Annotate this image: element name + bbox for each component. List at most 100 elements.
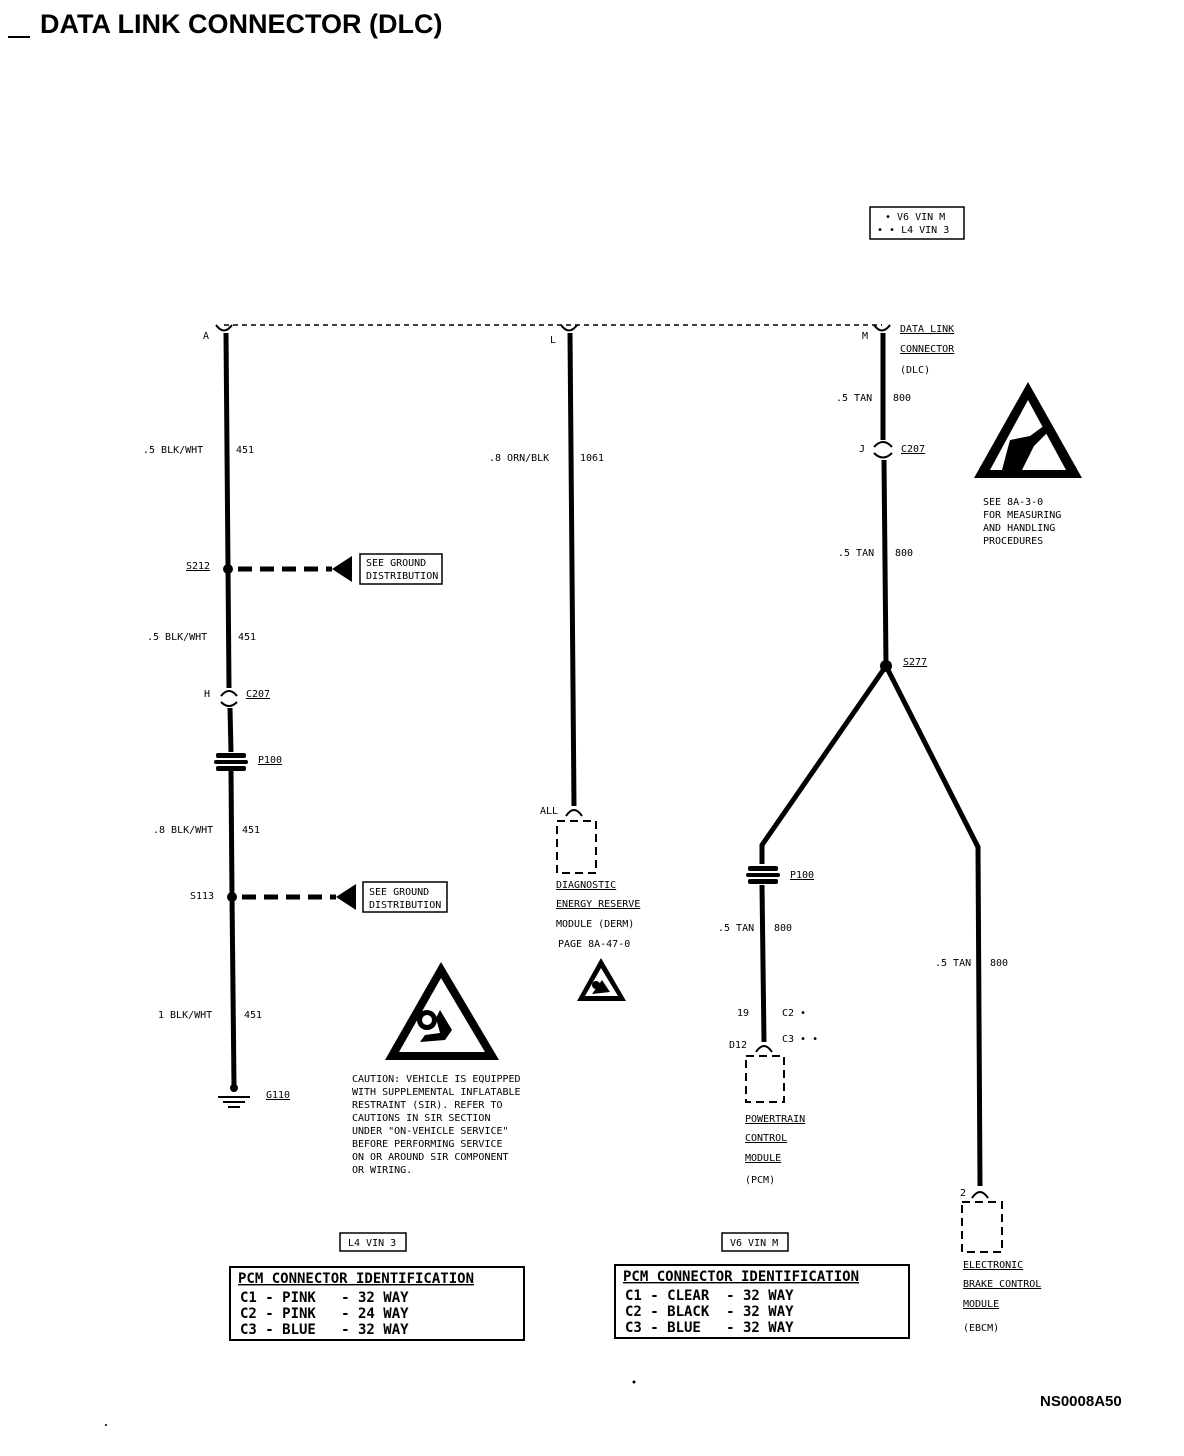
- derm-name-2: ENERGY RESERVE: [556, 899, 640, 910]
- table-l4-box: [229, 1266, 525, 1341]
- table-v6-box: [614, 1264, 910, 1339]
- vin-legend: • V6 VIN M • • L4 VIN 3: [869, 206, 965, 240]
- ebcm-pin-2: 2: [960, 1188, 966, 1199]
- pcm-name-4: (PCM): [745, 1175, 775, 1186]
- splice-s212-label: S212: [186, 561, 210, 572]
- wire-l-seg1-label: .8 ORN/BLK: [489, 453, 549, 464]
- svg-text:FOR MEASURING: FOR MEASURING: [983, 510, 1061, 521]
- legend-l4: • • L4 VIN 3: [877, 225, 949, 236]
- splice-s113-label: S113: [190, 891, 214, 902]
- pcm-pin-icon: [755, 1045, 773, 1053]
- wire-m-seg3-label: .5 TAN: [718, 923, 754, 934]
- ground-g110-label: G110: [266, 1090, 290, 1101]
- wire-a-circuit-1: 451: [236, 445, 254, 456]
- splice-s277-label: S277: [903, 657, 927, 668]
- table-v6-tag: V6 VIN M: [730, 1238, 778, 1249]
- pcm-name-3: MODULE: [745, 1153, 781, 1164]
- table-v6-title: PCM CONNECTOR IDENTIFICATION: [623, 1269, 859, 1285]
- derm-name-3: MODULE (DERM): [556, 919, 634, 930]
- ebcm-name-2: BRAKE CONTROL: [963, 1279, 1041, 1290]
- wire-m-circuit-2: 800: [895, 548, 913, 559]
- p100-connector-icon: [746, 866, 780, 884]
- wire-a-circuit-4: 451: [244, 1010, 262, 1021]
- wire-m-circuit-1: 800: [893, 393, 911, 404]
- esd-warning-icon: [974, 382, 1082, 478]
- sir-caution-text: CAUTION: VEHICLE IS EQUIPPED WITH SUPPLE…: [352, 1074, 521, 1176]
- ebcm-module-box: [961, 1201, 1003, 1253]
- figure-code: NS0008A50: [1040, 1393, 1122, 1410]
- pcm-c3-label: C3 • •: [782, 1034, 818, 1045]
- wire-a-seg3-label: .8 BLK/WHT: [153, 825, 213, 836]
- pcm-name-1: POWERTRAIN: [745, 1114, 805, 1125]
- wire-m-seg1-label: .5 TAN: [836, 393, 872, 404]
- arrow-left-icon: [336, 884, 356, 910]
- svg-text:UNDER "ON-VEHICLE SERVICE": UNDER "ON-VEHICLE SERVICE": [352, 1126, 509, 1137]
- p100-label-m: P100: [790, 870, 814, 881]
- ground-ref-1-l1: SEE GROUND: [366, 558, 426, 569]
- derm-pin-icon: [565, 809, 583, 817]
- arrow-left-icon: [332, 556, 352, 582]
- wire-m-circuit-4: 800: [990, 958, 1008, 969]
- svg-text:SEE 8A-3-0: SEE 8A-3-0: [983, 497, 1043, 508]
- wire-m-seg4-label: .5 TAN: [935, 958, 971, 969]
- wire-a-seg4-label: 1 BLK/WHT: [158, 1010, 212, 1021]
- wire-l-circuit: 1061: [580, 453, 604, 464]
- pcm-pin-19: 19: [737, 1008, 749, 1019]
- pcm-c2-label: C2 •: [782, 1008, 806, 1019]
- wire-m: [759, 333, 983, 1187]
- sir-small-warning-icon: [577, 958, 626, 1001]
- splice-s212-icon: [223, 564, 233, 574]
- wire-l: [567, 332, 577, 807]
- ebcm-pin-icon: [971, 1191, 989, 1199]
- splice-s277-icon: [880, 660, 892, 672]
- table-v6-row-1: C1 - CLEAR - 32 WAY: [625, 1288, 794, 1304]
- ebcm-name-1: ELECTRONIC: [963, 1260, 1023, 1271]
- pin-l-label: L: [550, 335, 556, 346]
- splice-s113-icon: [227, 892, 237, 902]
- dlc-pin-l-icon: [560, 324, 578, 332]
- svg-text:AND HANDLING: AND HANDLING: [983, 523, 1055, 534]
- pcm-pin-d12: D12: [729, 1040, 747, 1051]
- legend-v6: • V6 VIN M: [885, 212, 945, 223]
- wire-a-seg2-label: .5 BLK/WHT: [147, 632, 207, 643]
- svg-text:CAUTION: VEHICLE IS EQUIPPED: CAUTION: VEHICLE IS EQUIPPED: [352, 1074, 521, 1085]
- dlc-name-1: DATA LINK: [900, 324, 954, 335]
- ebcm-name-3: MODULE: [963, 1299, 999, 1310]
- svg-text:ON OR AROUND SIR COMPONENT: ON OR AROUND SIR COMPONENT: [352, 1152, 509, 1163]
- table-v6-tag-box: [721, 1232, 789, 1252]
- dlc-pin-m-icon: [873, 324, 891, 332]
- dlc-name-3: (DLC): [900, 365, 930, 376]
- c207-pin-h: H: [204, 689, 210, 700]
- table-l4-row-3: C3 - BLUE - 32 WAY: [240, 1322, 409, 1338]
- c207-pin-j: J: [859, 444, 865, 455]
- page-title: DATA LINK CONNECTOR (DLC): [40, 9, 442, 39]
- derm-module-box: [556, 820, 597, 874]
- ground-ref-1-l2: DISTRIBUTION: [366, 571, 438, 582]
- derm-pin-label: ALL: [540, 806, 558, 817]
- wire-a-circuit-2: 451: [238, 632, 256, 643]
- svg-text:WITH SUPPLEMENTAL INFLATABLE: WITH SUPPLEMENTAL INFLATABLE: [352, 1087, 521, 1098]
- svg-text:CAUTIONS IN SIR SECTION: CAUTIONS IN SIR SECTION: [352, 1113, 490, 1124]
- sir-warning-icon: [385, 962, 499, 1060]
- speck: [632, 1380, 636, 1384]
- svg-text:PROCEDURES: PROCEDURES: [983, 536, 1043, 547]
- pcm-name-2: CONTROL: [745, 1133, 787, 1144]
- table-v6-row-3: C3 - BLUE - 32 WAY: [625, 1320, 794, 1336]
- derm-page-ref: PAGE 8A-47-0: [558, 939, 630, 950]
- ground-symbol-icon: [218, 1084, 250, 1108]
- wire-a-seg1-label: .5 BLK/WHT: [143, 445, 203, 456]
- table-l4-tag-box: [339, 1232, 407, 1252]
- pin-a-label: A: [203, 331, 209, 342]
- c207-label-m: C207: [901, 444, 925, 455]
- dlc-name-2: CONNECTOR: [900, 344, 955, 355]
- ebcm-name-4: (EBCM): [963, 1323, 999, 1334]
- table-l4-row-1: C1 - PINK - 32 WAY: [240, 1290, 409, 1306]
- ground-ref-2-l2: DISTRIBUTION: [369, 900, 441, 911]
- pin-m-label: M: [862, 331, 868, 342]
- table-v6-row-2: C2 - BLACK - 32 WAY: [625, 1304, 794, 1320]
- p100-connector-icon: [214, 753, 248, 771]
- speck: [105, 1424, 107, 1426]
- table-l4-title: PCM CONNECTOR IDENTIFICATION: [238, 1271, 474, 1287]
- ground-ref-box-1: [359, 553, 443, 585]
